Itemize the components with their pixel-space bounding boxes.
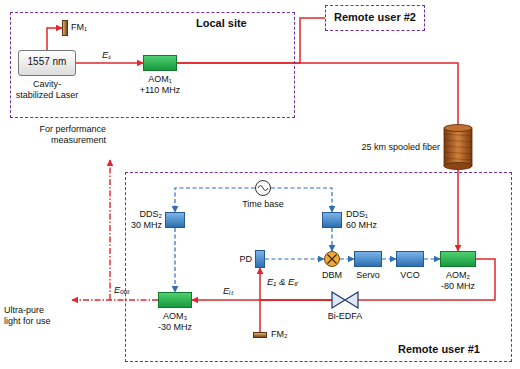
- node-label: FM₁: [71, 22, 93, 33]
- electrical-link: [382, 258, 396, 259]
- node-label: DDS₁ 60 MHz: [346, 209, 380, 230]
- field-label: Eₛ: [101, 49, 112, 60]
- faraday-mirror: [62, 20, 68, 36]
- annotation-label: Eₒᵤₜ: [114, 285, 144, 296]
- field-label: Eᵢₜ: [222, 285, 234, 296]
- measurement-beam: [109, 160, 110, 300]
- optical-fiber: [260, 268, 332, 300]
- aom-box: [143, 55, 177, 71]
- electronics-box: [322, 212, 342, 228]
- field-label: E₁ & Eₜᵣ: [266, 276, 299, 287]
- node-box: DDS₁ 60 MHz: [322, 212, 342, 228]
- node-box: PD: [255, 250, 265, 268]
- node-box: AOM₃ -30 MHz: [158, 292, 192, 308]
- electrical-link: [340, 258, 354, 259]
- annotation-label: Ultra-pure light for use: [4, 305, 84, 326]
- optical-fiber: [76, 62, 143, 64]
- node-label: Bi-EDFA: [318, 311, 372, 322]
- amplifier-symbol: [332, 292, 358, 308]
- electrical-link: [265, 258, 324, 259]
- node-label: AOM₂ -80 MHz: [430, 270, 486, 291]
- node-box: AOM₁ +110 MHz: [143, 55, 177, 71]
- region-title: Remote user #2: [325, 11, 425, 24]
- node-box: VCO: [396, 251, 424, 267]
- electrical-link: [331, 228, 332, 251]
- node-box: Time base: [255, 180, 271, 196]
- node-label: Time base: [236, 199, 290, 210]
- node-label: VCO: [390, 270, 430, 281]
- optical-fiber: [260, 300, 332, 332]
- electronics-box: [354, 251, 382, 267]
- node-box: FM₁: [62, 20, 68, 36]
- electronics-box: [165, 212, 185, 228]
- node-box: 1557 nmCavity-stabilized Laser: [18, 50, 76, 76]
- node-box: Bi-EDFA: [332, 292, 358, 308]
- aom-box: [158, 292, 192, 308]
- node-label: AOM₃ -30 MHz: [145, 311, 205, 332]
- dashed-region: [125, 172, 512, 362]
- electrical-link: [424, 258, 440, 259]
- mixer-symbol: [324, 251, 340, 267]
- region-title: Local site: [196, 17, 286, 30]
- node-label: 1557 nm: [18, 57, 76, 68]
- node-label: DBM: [317, 270, 347, 281]
- output-beam: [72, 299, 158, 300]
- annotation-label: For performance measurement: [4, 124, 106, 145]
- aom-box: [440, 251, 476, 267]
- node-box: AOM₂ -80 MHz: [440, 251, 476, 267]
- optical-fiber: [177, 63, 458, 251]
- node-box: DDS₂ 30 MHz: [165, 212, 185, 228]
- node-label: PD: [236, 254, 252, 265]
- electronics-box: [255, 250, 265, 268]
- node-label: FM₂: [271, 329, 293, 340]
- node-box: Remote user #2: [325, 5, 425, 31]
- fiber-spool: [444, 125, 472, 170]
- node-box: DBM: [324, 251, 340, 267]
- node-label: Servo: [348, 270, 388, 281]
- node-label: Cavity-stabilized Laser: [7, 79, 87, 100]
- optical-fiber: [177, 18, 325, 63]
- node-label: DDS₂ 30 MHz: [128, 209, 162, 230]
- node-box: Servo: [354, 251, 382, 267]
- electronics-box: [396, 251, 424, 267]
- region-title: Remote user #1: [398, 343, 508, 356]
- node-box: FM₂: [253, 332, 267, 338]
- node-box: Local siteFM₁1557 nmCavity-stabilized La…: [10, 12, 295, 118]
- node-label: AOM₁ +110 MHz: [130, 74, 190, 95]
- optical-fiber: [47, 28, 62, 50]
- node-box: Remote user #1 DDS₂ 30 MHz Time baseDDS₁ 6…: [125, 172, 512, 362]
- faraday-mirror: [253, 332, 267, 338]
- electrical-link: [174, 228, 175, 292]
- annotation-label: 25 km spooled fiber: [348, 142, 440, 153]
- time-base-symbol: [255, 180, 271, 196]
